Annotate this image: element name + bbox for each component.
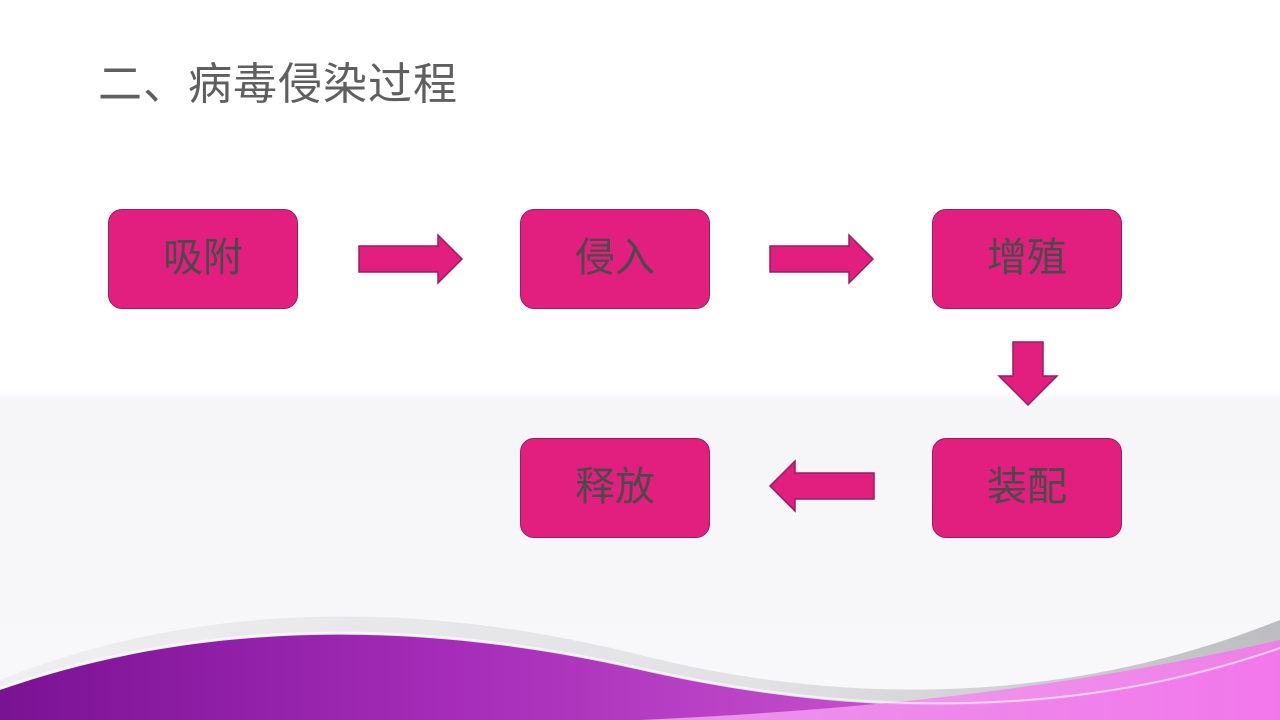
- arrow-down: [997, 341, 1059, 407]
- arrow-right-1: [358, 233, 464, 285]
- step-penetration: 侵入: [520, 209, 710, 309]
- step-assembly: 装配: [932, 438, 1122, 538]
- slide-title: 二、病毒侵染过程: [98, 59, 458, 110]
- decorative-wave: [0, 616, 1280, 720]
- step-adsorption: 吸附: [108, 209, 298, 309]
- step-replication: 增殖: [932, 209, 1122, 309]
- arrow-right-2: [769, 233, 875, 285]
- step-release: 释放: [520, 438, 710, 538]
- arrow-left: [768, 459, 875, 513]
